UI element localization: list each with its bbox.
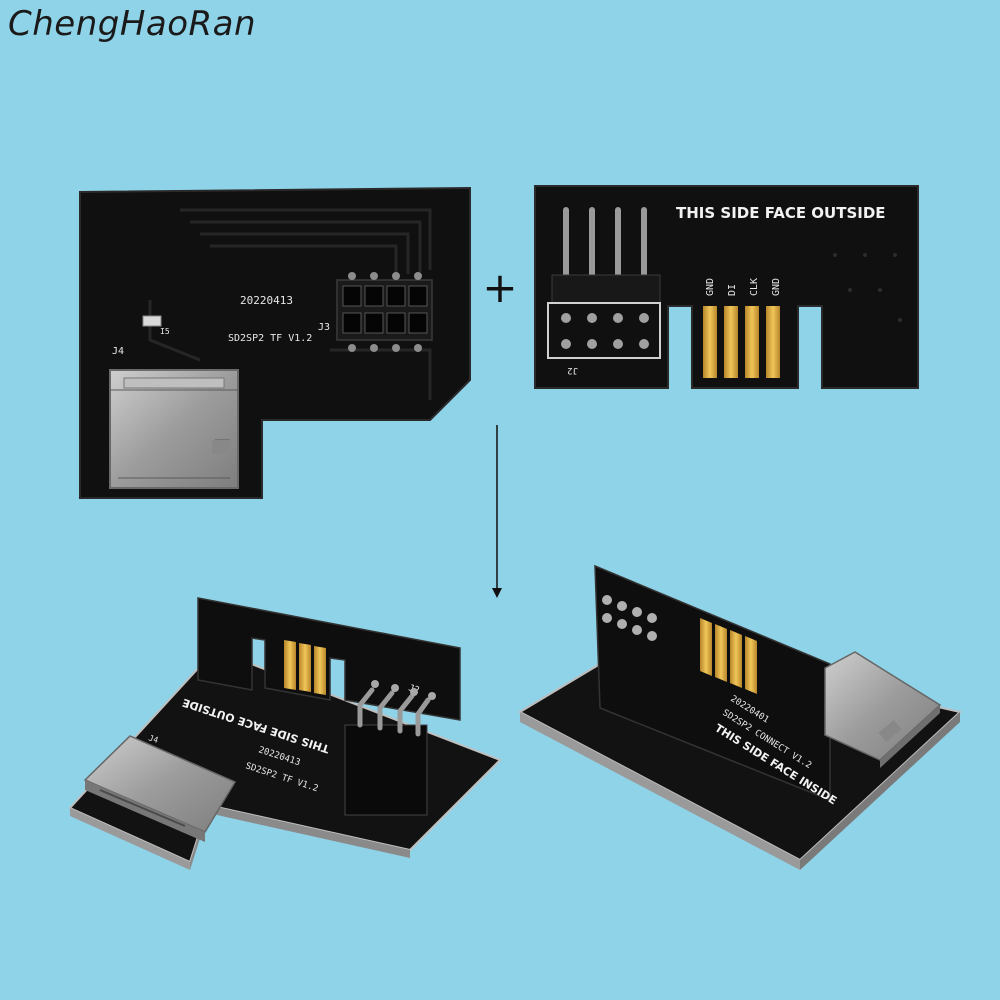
board-a-date: 20220413 — [240, 294, 293, 307]
pin-label-di: DI — [727, 284, 738, 296]
board-a-r1-label: I5 — [160, 327, 170, 336]
board-d: THIS SIDE FACE INSIDE SD2SP2 CONNECT V1.… — [517, 564, 963, 870]
board-b-pin-labels: GND DI CLK GND — [705, 278, 782, 296]
board-a: 20220413 SD2SP2 TF V1.2 J3 J4 I5 — [79, 186, 471, 499]
board-b-face-text: THIS SIDE FACE OUTSIDE — [676, 204, 886, 222]
gold-fingers-c — [284, 640, 326, 695]
gold-fingers-d — [700, 618, 757, 694]
header-assembly-c — [344, 680, 436, 816]
board-c-j4-label: J4 — [147, 733, 159, 745]
board-b-j2-label: J2 — [567, 365, 578, 375]
sd-card-slot-d — [824, 651, 942, 768]
watermark-text: ChengHaoRan — [8, 4, 257, 44]
resistor — [142, 315, 162, 327]
board-a-j3-label: J3 — [318, 322, 330, 333]
pin-label-clk: CLK — [749, 278, 760, 296]
down-arrow-icon — [492, 425, 502, 598]
pin-label-gnd-2: GND — [771, 278, 782, 296]
sd-card-slot-a — [109, 369, 239, 489]
plus-symbol: + — [482, 263, 517, 312]
board-a-model: SD2SP2 TF V1.2 — [228, 333, 312, 344]
board-b: THIS SIDE FACE OUTSIDE GND DI CLK GND — [534, 185, 919, 389]
pcb-traces — [148, 208, 432, 400]
gold-fingers-b — [703, 306, 780, 378]
header-j3 — [336, 272, 433, 352]
board-c: THIS SIDE FACE OUTSIDE 20220413 SD2SP2 T… — [68, 597, 502, 870]
sd-card-slot-c — [83, 735, 237, 842]
board-a-j4-label: J4 — [112, 346, 124, 357]
pin-label-gnd: GND — [705, 278, 716, 296]
pin-heads-d — [602, 595, 657, 641]
header-j2: J2 — [547, 207, 661, 375]
